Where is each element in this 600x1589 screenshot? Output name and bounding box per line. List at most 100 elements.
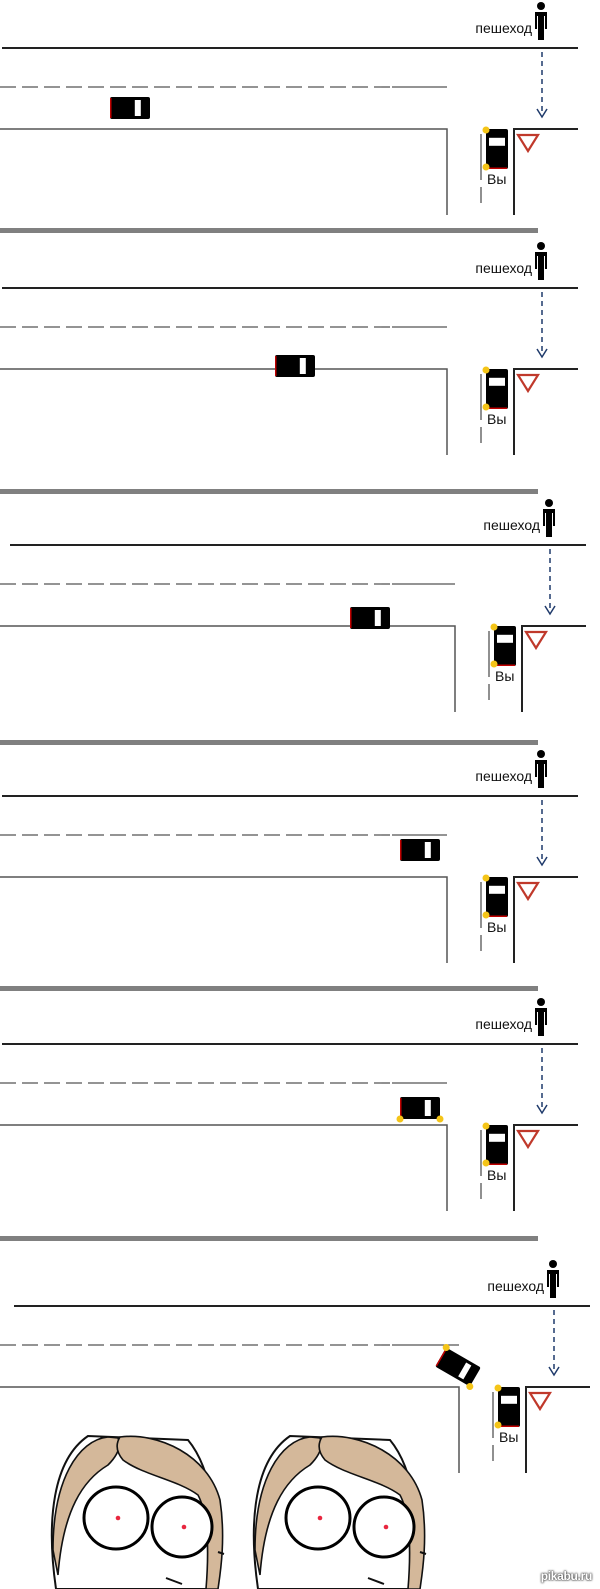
yield-sign-icon xyxy=(528,1391,552,1412)
car-windshield xyxy=(489,885,505,894)
turn-indicator xyxy=(482,1159,490,1167)
hair-right xyxy=(116,1435,224,1589)
pedestrian-head xyxy=(549,1260,557,1268)
shocked-face xyxy=(50,1434,225,1589)
eye-right xyxy=(383,1524,389,1530)
car-windshield xyxy=(489,1133,505,1142)
car-taillight xyxy=(487,915,507,917)
car-body xyxy=(498,1387,520,1427)
your-car xyxy=(482,874,508,919)
car-taillight xyxy=(487,1163,507,1165)
yield-sign-icon xyxy=(524,630,548,651)
pedestrian-label: пешеход xyxy=(483,517,540,533)
turn-indicator xyxy=(482,126,490,134)
pedestrian-body xyxy=(535,760,547,788)
car-taillight xyxy=(495,664,515,666)
you-label: Вы xyxy=(495,668,514,684)
arrow-head-icon xyxy=(536,108,548,119)
car-windshield xyxy=(489,377,505,386)
car-body xyxy=(400,839,440,861)
panel-separator xyxy=(0,986,538,991)
your-car xyxy=(494,1384,520,1429)
car-body xyxy=(110,97,150,119)
yield-sign-icon xyxy=(516,133,540,154)
mouth xyxy=(367,1577,385,1585)
car-windshield xyxy=(299,358,306,374)
car-windshield xyxy=(424,1100,431,1116)
car-body xyxy=(275,355,315,377)
your-car xyxy=(482,366,508,411)
side-road-edge xyxy=(513,1124,578,1211)
oncoming-car xyxy=(435,1343,481,1391)
pedestrian-head xyxy=(537,750,545,758)
eye-left xyxy=(317,1515,323,1521)
pedestrian-head xyxy=(537,242,545,250)
oncoming-car xyxy=(275,355,315,377)
pedestrian-head xyxy=(537,998,545,1006)
oncoming-car-turning xyxy=(435,1343,481,1391)
car-body xyxy=(486,1125,508,1165)
arrow-head-icon xyxy=(548,1366,560,1377)
car-body xyxy=(435,1348,481,1386)
turn-indicator xyxy=(482,911,490,919)
ear xyxy=(419,1551,427,1555)
arrow-head-icon xyxy=(544,605,556,616)
shocked-face xyxy=(252,1434,427,1589)
pedestrian-body xyxy=(547,1270,559,1298)
car-taillight xyxy=(275,356,277,376)
oncoming-car xyxy=(396,1097,444,1123)
mouth xyxy=(165,1577,183,1585)
turn-indicator xyxy=(482,1122,490,1130)
car-body xyxy=(494,626,516,666)
panel-separator xyxy=(0,228,538,233)
yield-sign-icon xyxy=(516,373,540,394)
hair-left xyxy=(254,1436,323,1576)
eye-left xyxy=(115,1515,121,1521)
you-label: Вы xyxy=(499,1429,518,1445)
you-label: Вы xyxy=(487,919,506,935)
you-label: Вы xyxy=(487,171,506,187)
your-car xyxy=(490,623,516,668)
turn-indicator xyxy=(482,874,490,882)
road-near-edge xyxy=(0,876,448,963)
eye-right xyxy=(181,1524,187,1530)
side-road-edge xyxy=(513,128,578,215)
oncoming-car xyxy=(350,607,390,629)
car-taillight xyxy=(110,98,112,118)
pedestrian-body xyxy=(535,252,547,280)
turn-indicator xyxy=(442,1343,450,1351)
car-windshield xyxy=(424,842,431,858)
panel-separator xyxy=(0,1236,538,1241)
car-taillight xyxy=(400,1098,402,1118)
car-taillight xyxy=(499,1425,519,1427)
pedestrian-label: пешеход xyxy=(475,1016,532,1032)
turn-indicator xyxy=(482,403,490,411)
car-taillight xyxy=(350,608,352,628)
arrow-head-icon xyxy=(536,856,548,867)
panel-separator xyxy=(0,489,538,494)
hair-left xyxy=(52,1436,121,1576)
turn-indicator xyxy=(490,660,498,668)
pedestrian-head xyxy=(537,2,545,10)
side-road-edge xyxy=(513,876,578,963)
side-road-edge xyxy=(521,625,586,712)
turn-indicator xyxy=(466,1383,474,1391)
pedestrian-label: пешеход xyxy=(475,260,532,276)
car-windshield xyxy=(458,1362,472,1380)
turn-indicator xyxy=(494,1384,502,1392)
hair-right xyxy=(318,1435,426,1589)
your-car xyxy=(482,1122,508,1167)
arrow-head-icon xyxy=(536,348,548,359)
car-body xyxy=(486,129,508,169)
turn-indicator xyxy=(436,1115,444,1123)
road-near-edge xyxy=(0,368,448,455)
turn-indicator xyxy=(490,623,498,631)
car-body xyxy=(486,877,508,917)
road-near-edge xyxy=(0,1386,460,1473)
car-windshield xyxy=(501,1395,517,1404)
panel-separator xyxy=(0,740,538,745)
road-near-edge xyxy=(0,1124,448,1211)
